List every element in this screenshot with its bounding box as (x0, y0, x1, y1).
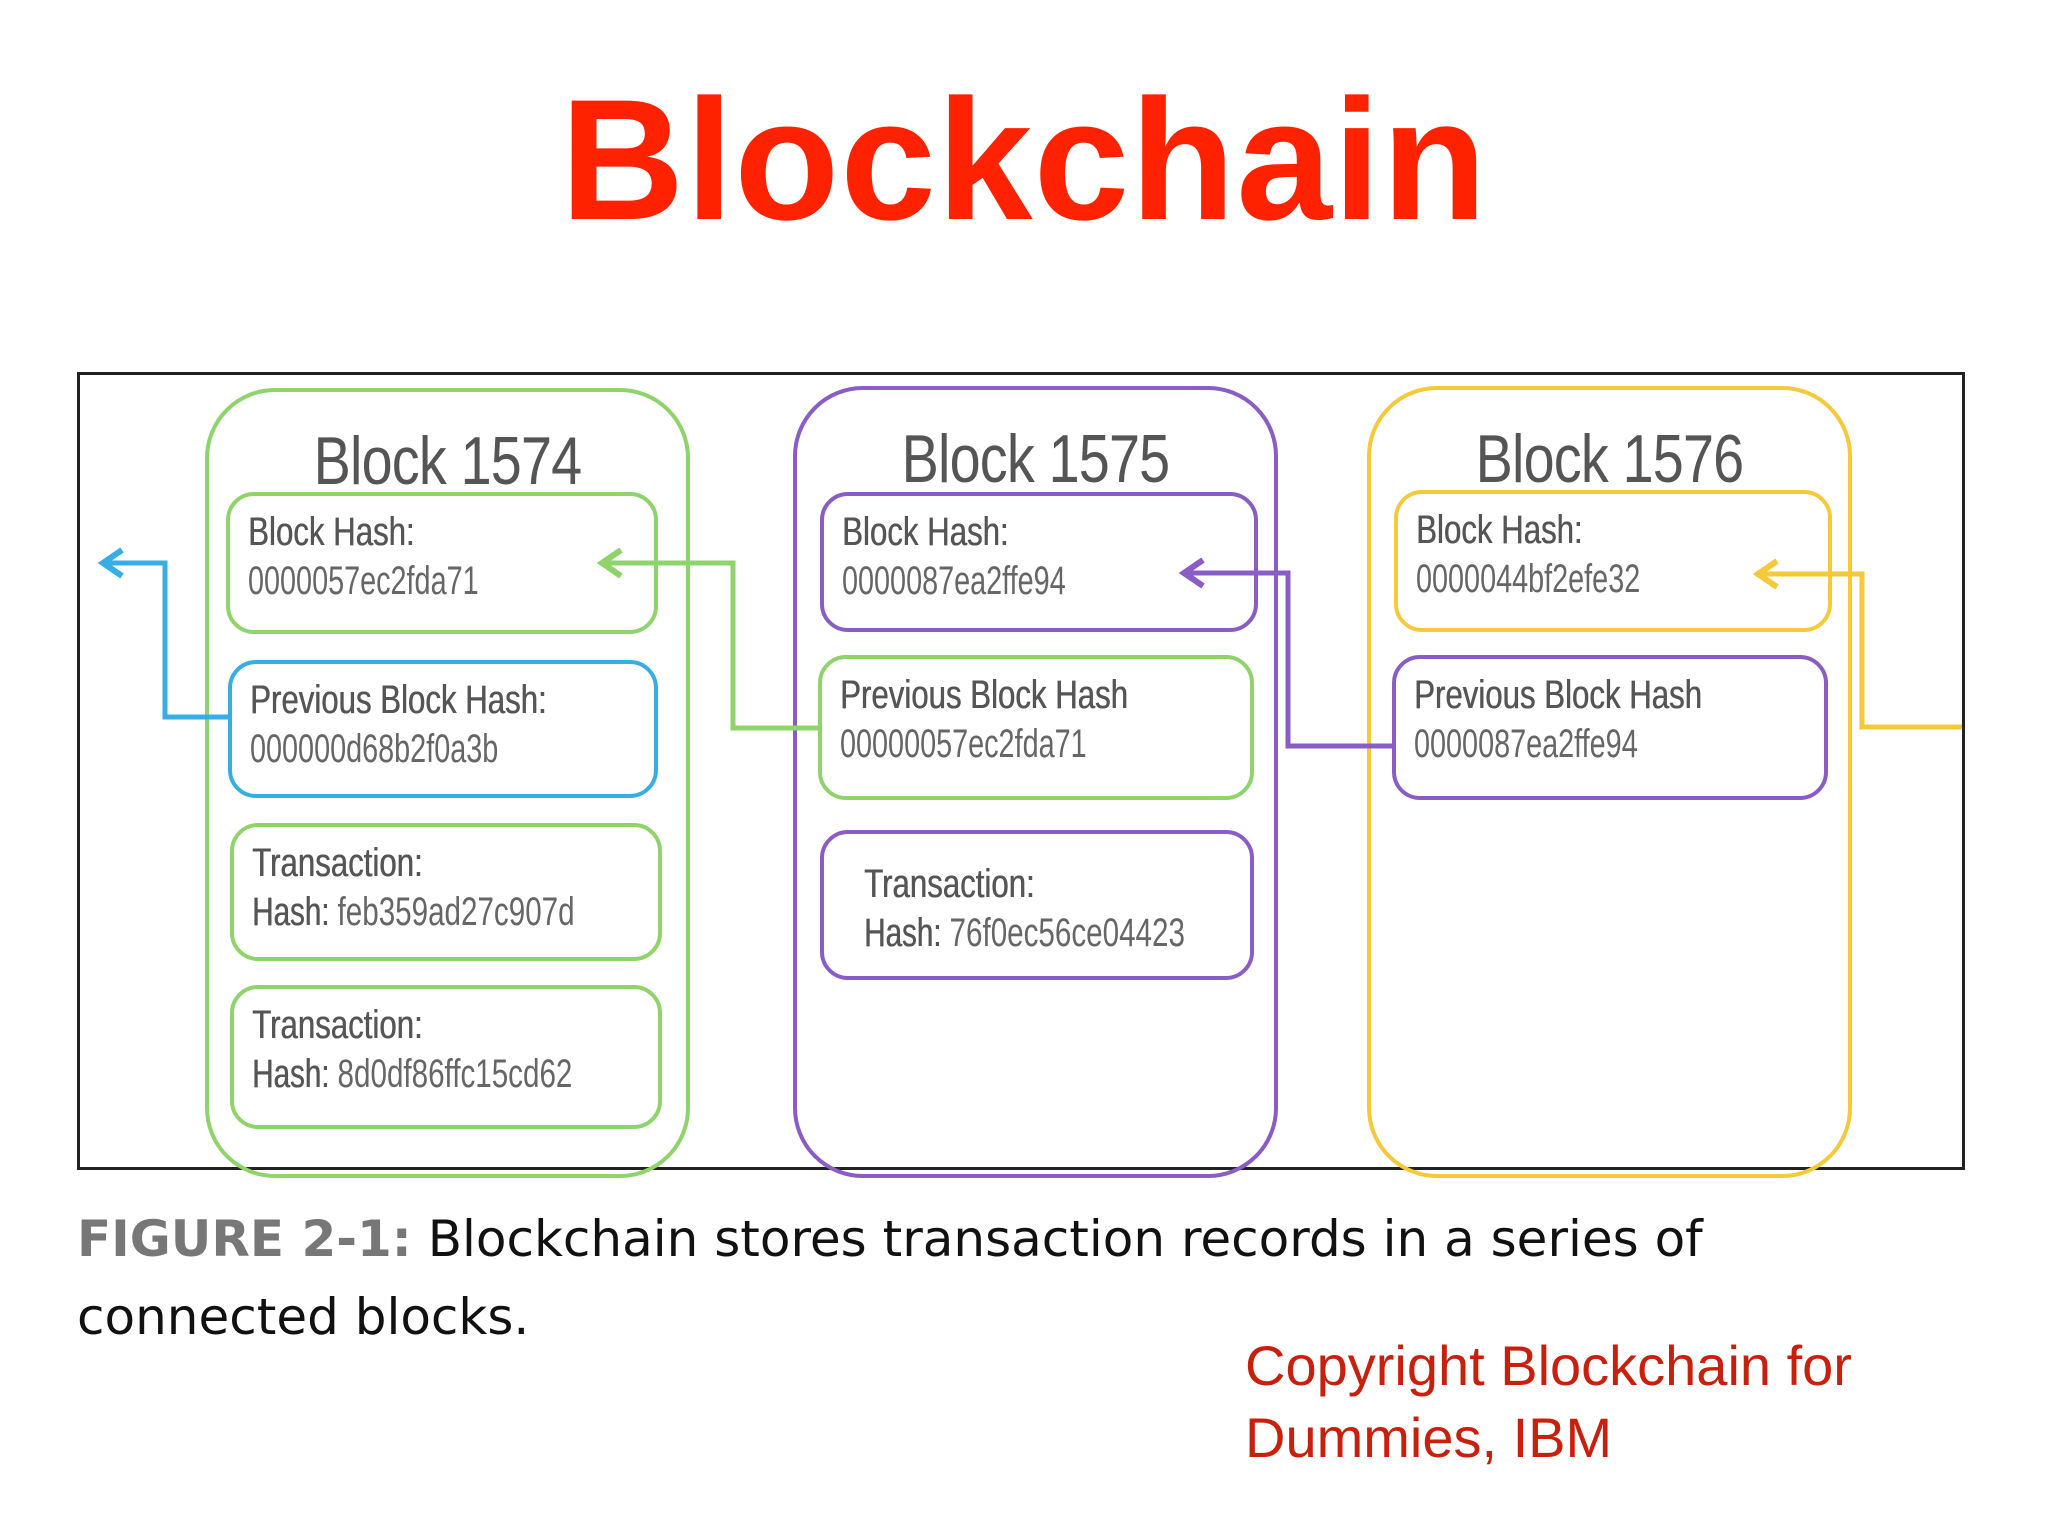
previous-block-hash-value: 00000057ec2fda71 (840, 722, 1087, 766)
block-hash-label: Block Hash: (248, 510, 415, 554)
previous-block-hash-field: Previous Block Hash 00000057ec2fda71 (818, 655, 1254, 800)
copyright-line: Dummies, IBM (1245, 1406, 1613, 1469)
block-hash-field: Block Hash: 0000057ec2fda71 (226, 492, 658, 634)
previous-block-hash-label: Previous Block Hash: (250, 678, 547, 722)
transaction-hash: Hash: 76f0ec56ce04423 (864, 911, 1185, 955)
previous-block-hash-label: Previous Block Hash (1414, 673, 1702, 717)
caption-text: Blockchain stores transaction records in… (77, 1210, 1703, 1346)
block-hash-value: 0000044bf2efe32 (1416, 557, 1641, 601)
transaction-label: Transaction: (252, 1003, 423, 1047)
block-1576: Block 1576 (1367, 386, 1852, 1178)
transaction-field: Transaction: Hash: feb359ad27c907d (230, 823, 662, 961)
block-title: Block 1576 (1475, 421, 1745, 497)
block-1575: Block 1575 (793, 386, 1278, 1178)
block-hash-field: Block Hash: 0000087ea2ffe94 (820, 492, 1258, 632)
block-hash-label: Block Hash: (1416, 508, 1583, 552)
block-1574: Block 1574 (205, 388, 690, 1178)
transaction-label: Transaction: (252, 841, 423, 885)
block-title: Block 1574 (313, 423, 583, 499)
figure-label: FIGURE 2-1: (77, 1210, 412, 1268)
copyright-line: Copyright Blockchain for (1245, 1334, 1852, 1397)
previous-block-hash-field: Previous Block Hash 0000087ea2ffe94 (1392, 655, 1828, 800)
figure-caption: FIGURE 2-1: Blockchain stores transactio… (77, 1200, 1917, 1356)
previous-block-hash-value: 0000087ea2ffe94 (1414, 722, 1638, 766)
page-title: Blockchain (560, 64, 1488, 256)
transaction-field: Transaction: Hash: 76f0ec56ce04423 (820, 830, 1254, 980)
previous-block-hash-value: 000000d68b2f0a3b (250, 727, 499, 771)
transaction-field: Transaction: Hash: 8d0df86ffc15cd62 (230, 985, 662, 1129)
transaction-label: Transaction: (864, 862, 1035, 906)
copyright-notice: Copyright Blockchain for Dummies, IBM (1245, 1330, 2005, 1474)
transaction-hash: Hash: 8d0df86ffc15cd62 (252, 1052, 573, 1096)
previous-block-hash-field: Previous Block Hash: 000000d68b2f0a3b (228, 660, 658, 798)
block-hash-field: Block Hash: 0000044bf2efe32 (1394, 490, 1832, 632)
previous-block-hash-label: Previous Block Hash (840, 673, 1128, 717)
block-title: Block 1575 (901, 421, 1171, 497)
block-hash-value: 0000057ec2fda71 (248, 559, 479, 603)
transaction-hash: Hash: feb359ad27c907d (252, 890, 575, 934)
block-hash-label: Block Hash: (842, 510, 1009, 554)
block-hash-value: 0000087ea2ffe94 (842, 559, 1066, 603)
